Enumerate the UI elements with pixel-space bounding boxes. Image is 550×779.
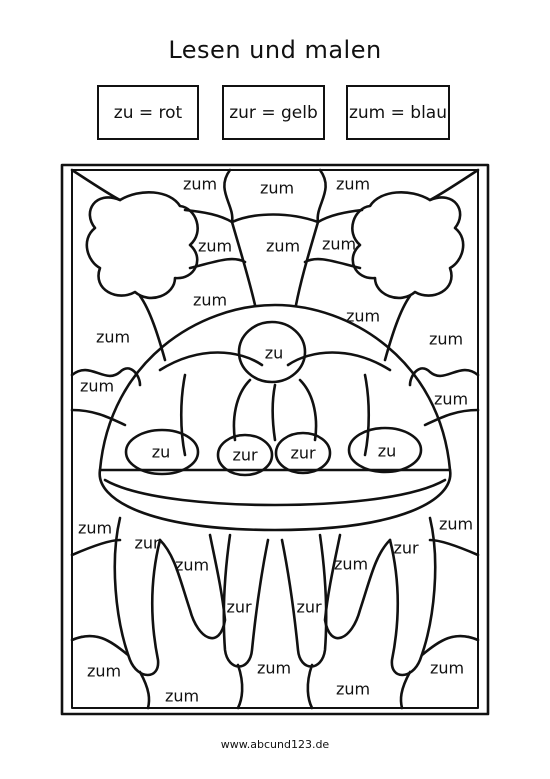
region-line: [316, 168, 327, 224]
tentacle: [113, 516, 162, 677]
shell-inner: [158, 351, 264, 372]
region-label: zur: [134, 533, 160, 553]
legend-box-red: zu = rot: [97, 85, 199, 140]
region-label: zum: [86, 661, 122, 681]
region-label: zum: [428, 329, 464, 349]
region-label: zum: [79, 376, 115, 396]
region-label: zur: [226, 597, 252, 617]
region-label: zu: [151, 442, 171, 462]
region-line: [408, 367, 480, 387]
region-line: [138, 670, 151, 710]
page-title: Lesen und malen: [168, 36, 382, 64]
region-label: zum: [345, 306, 381, 326]
region-label: zur: [393, 538, 419, 558]
region-label: zu: [377, 441, 397, 461]
region-label: zum: [197, 236, 233, 256]
shell-spot: [274, 431, 332, 475]
right-flower: [351, 190, 465, 300]
region-label: zur: [296, 597, 322, 617]
region-line: [138, 294, 167, 362]
region-label: zum: [192, 290, 228, 310]
shell-spot: [124, 428, 200, 476]
turtle-shell: [98, 303, 452, 472]
tentacle: [158, 533, 227, 640]
region-line: [183, 208, 364, 224]
region-label: zum: [335, 679, 371, 699]
region-line: [399, 670, 412, 710]
inner-frame: [71, 169, 479, 709]
region-line: [303, 257, 362, 270]
region-label: zu: [264, 343, 284, 363]
left-flower: [85, 190, 199, 300]
shell-inner: [286, 351, 392, 372]
shell-rim: [103, 478, 447, 507]
region-line: [70, 168, 122, 202]
region-label: zum: [333, 554, 369, 574]
region-line: [70, 408, 127, 427]
legend-label: zu = rot: [113, 102, 183, 123]
shell-inner: [271, 383, 277, 442]
region-line: [70, 634, 130, 657]
tentacle: [388, 516, 437, 677]
region-label: zum: [256, 658, 292, 678]
region-label: zum: [77, 518, 113, 538]
region-label: zum: [335, 174, 371, 194]
region-label: zum: [259, 178, 295, 198]
shell-inner: [298, 378, 318, 442]
region-line: [294, 220, 320, 307]
region-label: zum: [164, 686, 200, 706]
region-line: [428, 168, 480, 202]
region-label: zum: [95, 327, 131, 347]
region-label: zum: [182, 174, 218, 194]
region-line: [423, 408, 480, 427]
region-line: [188, 257, 247, 270]
shell-spot: [216, 433, 274, 477]
footer-url: www.abcund123.de: [220, 738, 330, 751]
region-line: [236, 663, 244, 710]
region-line: [70, 367, 142, 387]
legend-label: zum = blau: [348, 102, 447, 123]
region-label: zur: [290, 443, 316, 463]
shell-inner: [179, 373, 187, 457]
region-label: zum: [265, 236, 301, 256]
region-line: [428, 538, 480, 557]
region-label: zum: [321, 234, 357, 254]
region-line: [306, 663, 314, 710]
legend-box-blue: zum = blau: [346, 85, 450, 140]
tentacle: [323, 533, 392, 640]
region-line: [383, 294, 412, 362]
region-label: zur: [232, 445, 258, 465]
region-label: zum: [433, 389, 469, 409]
region-line: [70, 538, 122, 557]
shell-inner: [363, 373, 371, 457]
region-label: zum: [429, 658, 465, 678]
shell-inner: [232, 378, 252, 442]
region-line: [420, 634, 480, 657]
region-label: zum: [174, 555, 210, 575]
shell-rim: [98, 468, 452, 532]
outer-frame: [60, 163, 490, 716]
legend-box-yellow: zur = gelb: [222, 85, 325, 140]
shell-spot: [347, 426, 423, 474]
region-line: [223, 168, 234, 224]
region-label: zum: [438, 514, 474, 534]
region-line: [230, 220, 257, 307]
shell-spot-top: [237, 320, 307, 384]
legend-label: zur = gelb: [229, 102, 318, 123]
